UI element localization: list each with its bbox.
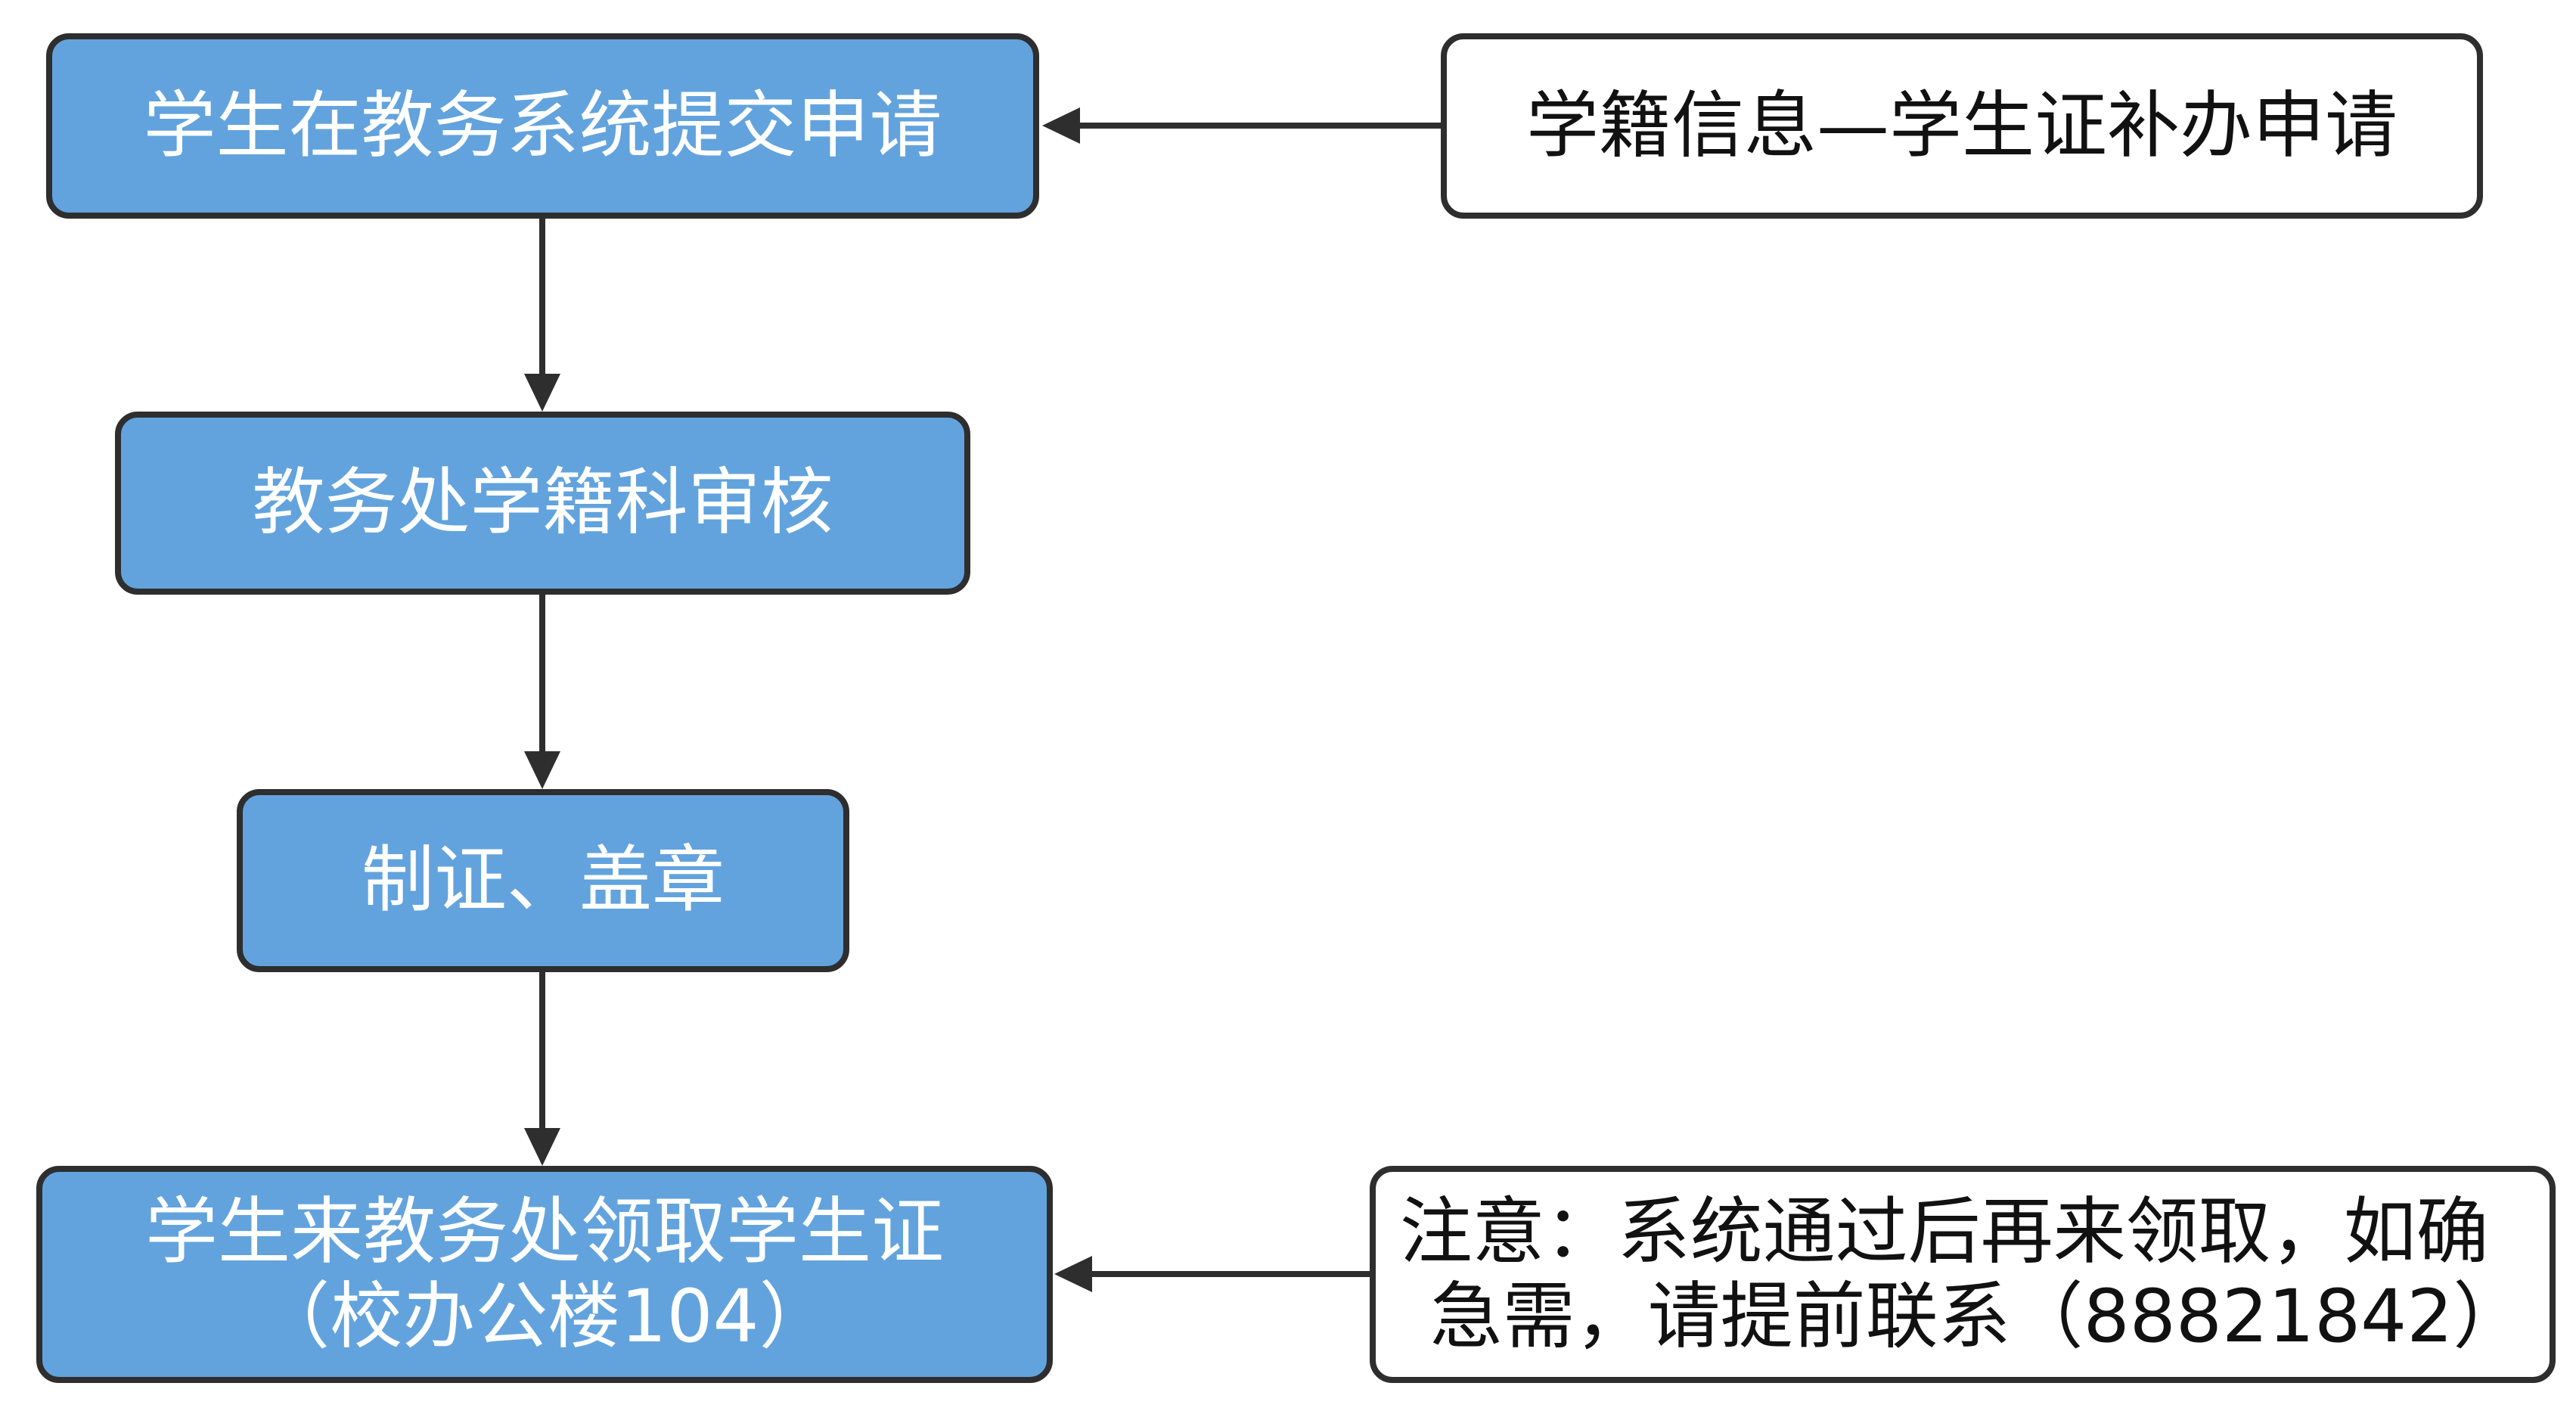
arrowhead-source-to-submit [1042, 107, 1080, 144]
node-collect-line1: 学生来教务处领取学生证 [145, 1189, 944, 1275]
arrowhead-make-to-collect [524, 1128, 560, 1166]
arrowhead-review-to-make [524, 751, 560, 789]
node-collect-text: 学生来教务处领取学生证 （校办公楼104） [145, 1189, 944, 1359]
arrowhead-note-to-collect [1054, 1256, 1092, 1292]
node-note-line1: 注意：系统通过后再来领取，如确 [1399, 1189, 2489, 1275]
node-note-text: 注意：系统通过后再来领取，如确 急需，请提前联系（88821842） [1399, 1189, 2526, 1359]
node-submit-label: 学生在教务系统提交申请 [143, 82, 942, 168]
node-note-line2: 急需，请提前联系（88821842） [1429, 1273, 2526, 1359]
node-source-label: 学籍信息—学生证补办申请 [1526, 82, 2398, 168]
node-collect-card: 学生来教务处领取学生证 （校办公楼104） [36, 1166, 1053, 1383]
node-source-menu-path: 学籍信息—学生证补办申请 [1441, 33, 2483, 219]
arrowhead-submit-to-review [524, 374, 560, 412]
node-registrar-review: 教务处学籍科审核 [115, 412, 970, 595]
node-collect-line2: （校办公楼104） [257, 1273, 832, 1359]
node-submit-application: 学生在教务系统提交申请 [46, 33, 1039, 219]
node-review-label: 教务处学籍科审核 [252, 460, 833, 545]
node-make-and-stamp: 制证、盖章 [237, 789, 849, 972]
node-make-label: 制证、盖章 [362, 838, 725, 923]
node-note: 注意：系统通过后再来领取，如确 急需，请提前联系（88821842） [1370, 1166, 2556, 1383]
